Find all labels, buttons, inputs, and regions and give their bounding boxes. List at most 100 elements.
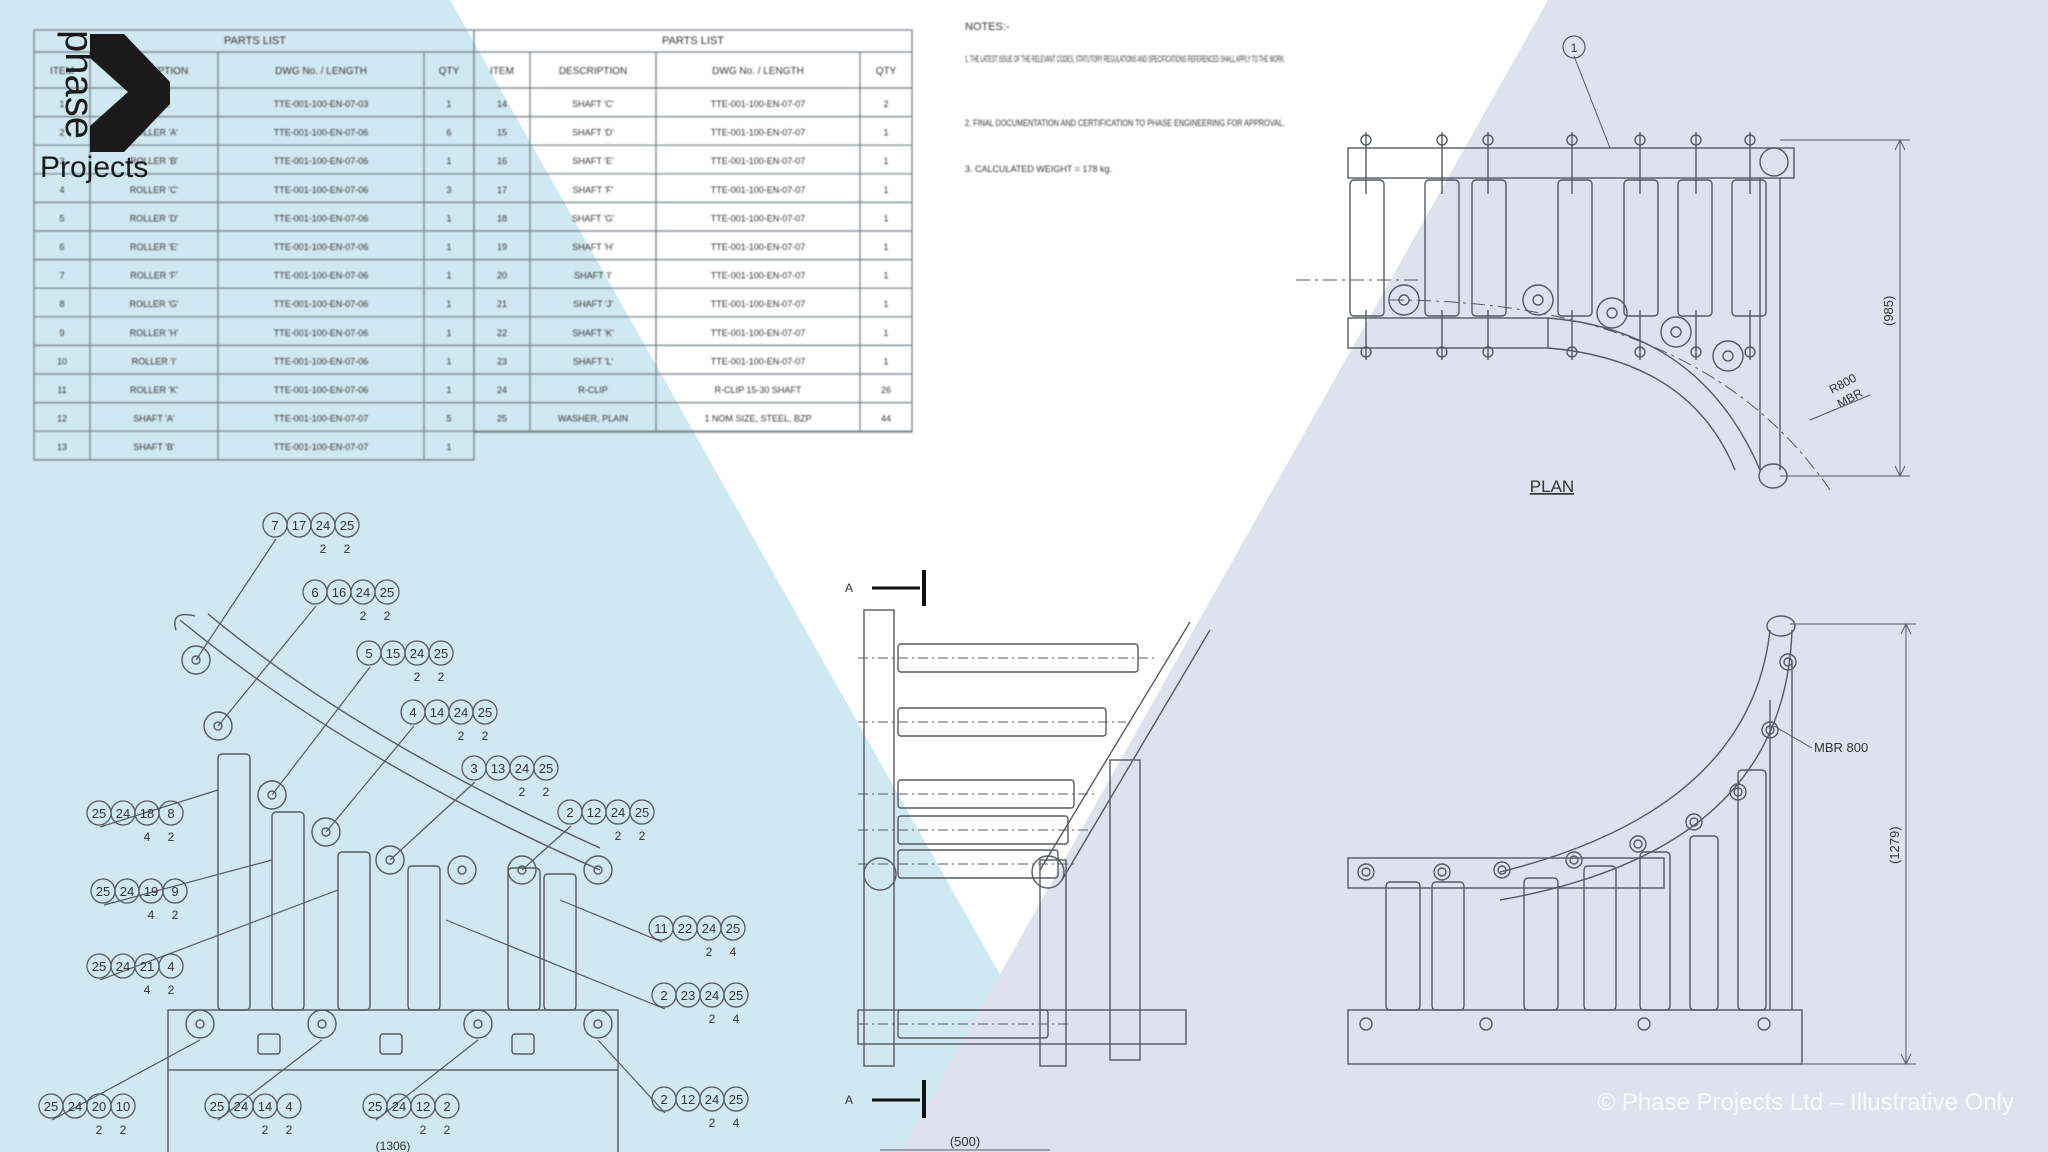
parts-list-cell: 1 <box>883 128 888 138</box>
parts-list-cell: TTE-001-100-EN-07-06 <box>274 213 369 223</box>
callout-number: 25 <box>96 884 110 899</box>
callout-number: 25 <box>729 1092 743 1107</box>
plan-roller <box>1623 179 1659 317</box>
callout-number: 25 <box>539 761 553 776</box>
parts-list-cell: 1 <box>883 299 888 309</box>
plan-title: PLAN <box>1530 477 1574 496</box>
callout-leader <box>521 825 572 871</box>
callout-number: 24 <box>234 1099 248 1114</box>
header-item: ITEM <box>50 66 74 77</box>
parts-list-cell: 25 <box>497 414 507 424</box>
elevation-hub-center <box>593 1019 603 1029</box>
parts-list-cell: 1 <box>446 328 451 338</box>
parts-list-cell: 1 <box>446 242 451 252</box>
elevation-roller <box>543 873 577 1011</box>
callout-number: 12 <box>587 805 601 820</box>
parts-list-cell: 22 <box>497 328 507 338</box>
parts-list-cell: ROLLER 'C' <box>130 185 179 195</box>
parts-list-cell: 18 <box>497 213 507 223</box>
callout-qty: 2 <box>168 830 175 844</box>
front-roller <box>1737 769 1767 1011</box>
parts-list-cell: SHAFT 'B' <box>133 442 175 452</box>
parts-list-cell: TTE-001-100-EN-07-06 <box>274 385 369 395</box>
parts-list-cell: 1 <box>446 385 451 395</box>
note-3: 3. CALCULATED WEIGHT = 178 kg. <box>965 164 1112 174</box>
parts-list-cell: TTE-001-100-EN-07-06 <box>274 356 369 366</box>
parts-list-cell: 13 <box>57 442 67 452</box>
note-1: 1. THE LATEST ISSUE OF THE RELEVANT CODE… <box>965 54 1285 64</box>
plan-bolt-head <box>1634 134 1646 146</box>
callout-qty: 2 <box>360 609 367 623</box>
parts-list-cell: 8 <box>59 299 64 309</box>
callout-balloon <box>374 579 400 605</box>
elevation-hub-center <box>385 855 395 865</box>
parts-list-cell: R-CLIP <box>578 385 608 395</box>
front-bolt-outer <box>1433 863 1451 881</box>
parts-list-cell: 4 <box>59 185 64 195</box>
callout-leader <box>375 1039 479 1121</box>
elevation-roller <box>407 865 441 1011</box>
callout-number: 24 <box>116 959 130 974</box>
parts-list-cell: ROLLER 'K' <box>130 385 178 395</box>
callout-qty: 2 <box>96 1123 103 1137</box>
callout-number: 2 <box>443 1099 450 1114</box>
parts-list-cell: 19 <box>497 242 507 252</box>
front-roller <box>1639 851 1671 1011</box>
parts-list-cell: 1 <box>883 185 888 195</box>
section-marker-bottom <box>872 1080 926 1118</box>
elevation-hub-center <box>213 721 223 731</box>
callout-balloon <box>629 799 655 825</box>
callout-number: 4 <box>409 705 416 720</box>
callout-qty: 4 <box>144 983 151 997</box>
callout-number: 14 <box>258 1099 272 1114</box>
notes-title: NOTES:- <box>965 21 1010 33</box>
elevation-hub <box>181 645 211 675</box>
parts-list-cell: TTE-001-100-EN-07-07 <box>711 299 806 309</box>
callout-number: 7 <box>271 518 278 533</box>
parts-list-cell: 2 <box>883 99 888 109</box>
callout-number: 24 <box>116 806 130 821</box>
callout-number: 6 <box>311 585 318 600</box>
parts-list-cell: 21 <box>497 299 507 309</box>
parts-list-cell: SHAFT 'F' <box>573 185 614 195</box>
callout-number: 21 <box>140 959 154 974</box>
callout-qty: 4 <box>148 908 155 922</box>
parts-list-cell: 3 <box>446 185 451 195</box>
callout-number: 8 <box>167 806 174 821</box>
parts-list-cell: TTE-001-100-EN-07-06 <box>274 242 369 252</box>
callout-qty: 2 <box>639 829 646 843</box>
plan-bearing-hub <box>1722 350 1734 362</box>
parts-list-cell: 1 <box>446 271 451 281</box>
callout-qty: 2 <box>420 1123 427 1137</box>
callout-number: 5 <box>365 646 372 661</box>
parts-list-cell: TTE-001-100-EN-07-06 <box>274 328 369 338</box>
elevation-hub-center <box>321 827 331 837</box>
callout-number: 13 <box>491 761 505 776</box>
parts-list-cell: 6 <box>446 128 451 138</box>
elevation-hub <box>375 845 405 875</box>
plan-bearing <box>1522 284 1554 316</box>
callout-leader <box>389 781 476 861</box>
callout-qty: 2 <box>262 1123 269 1137</box>
callout-number: 24 <box>68 1099 82 1114</box>
callout-number: 14 <box>430 705 444 720</box>
plan-roller <box>1731 179 1767 317</box>
side-section-view <box>857 609 1211 1067</box>
callout-balloon <box>110 1093 136 1119</box>
parts-list-cell: TTE-001-100-EN-07-07 <box>274 442 369 452</box>
header-qty: QTY <box>439 66 460 77</box>
callout-number: 19 <box>144 884 158 899</box>
plan-roller <box>1557 179 1593 317</box>
front-bolt-outer <box>1685 813 1703 831</box>
plan-bolt-head <box>1482 134 1494 146</box>
callout-balloon <box>723 982 749 1008</box>
callout-number: 25 <box>380 585 394 600</box>
parts-list-cell: ROLLER 'E' <box>130 242 178 252</box>
front-bolt-inner <box>1437 867 1447 877</box>
parts-list-cell: WASHER, PLAIN <box>558 414 628 424</box>
parts-list-cell: 1 <box>883 213 888 223</box>
